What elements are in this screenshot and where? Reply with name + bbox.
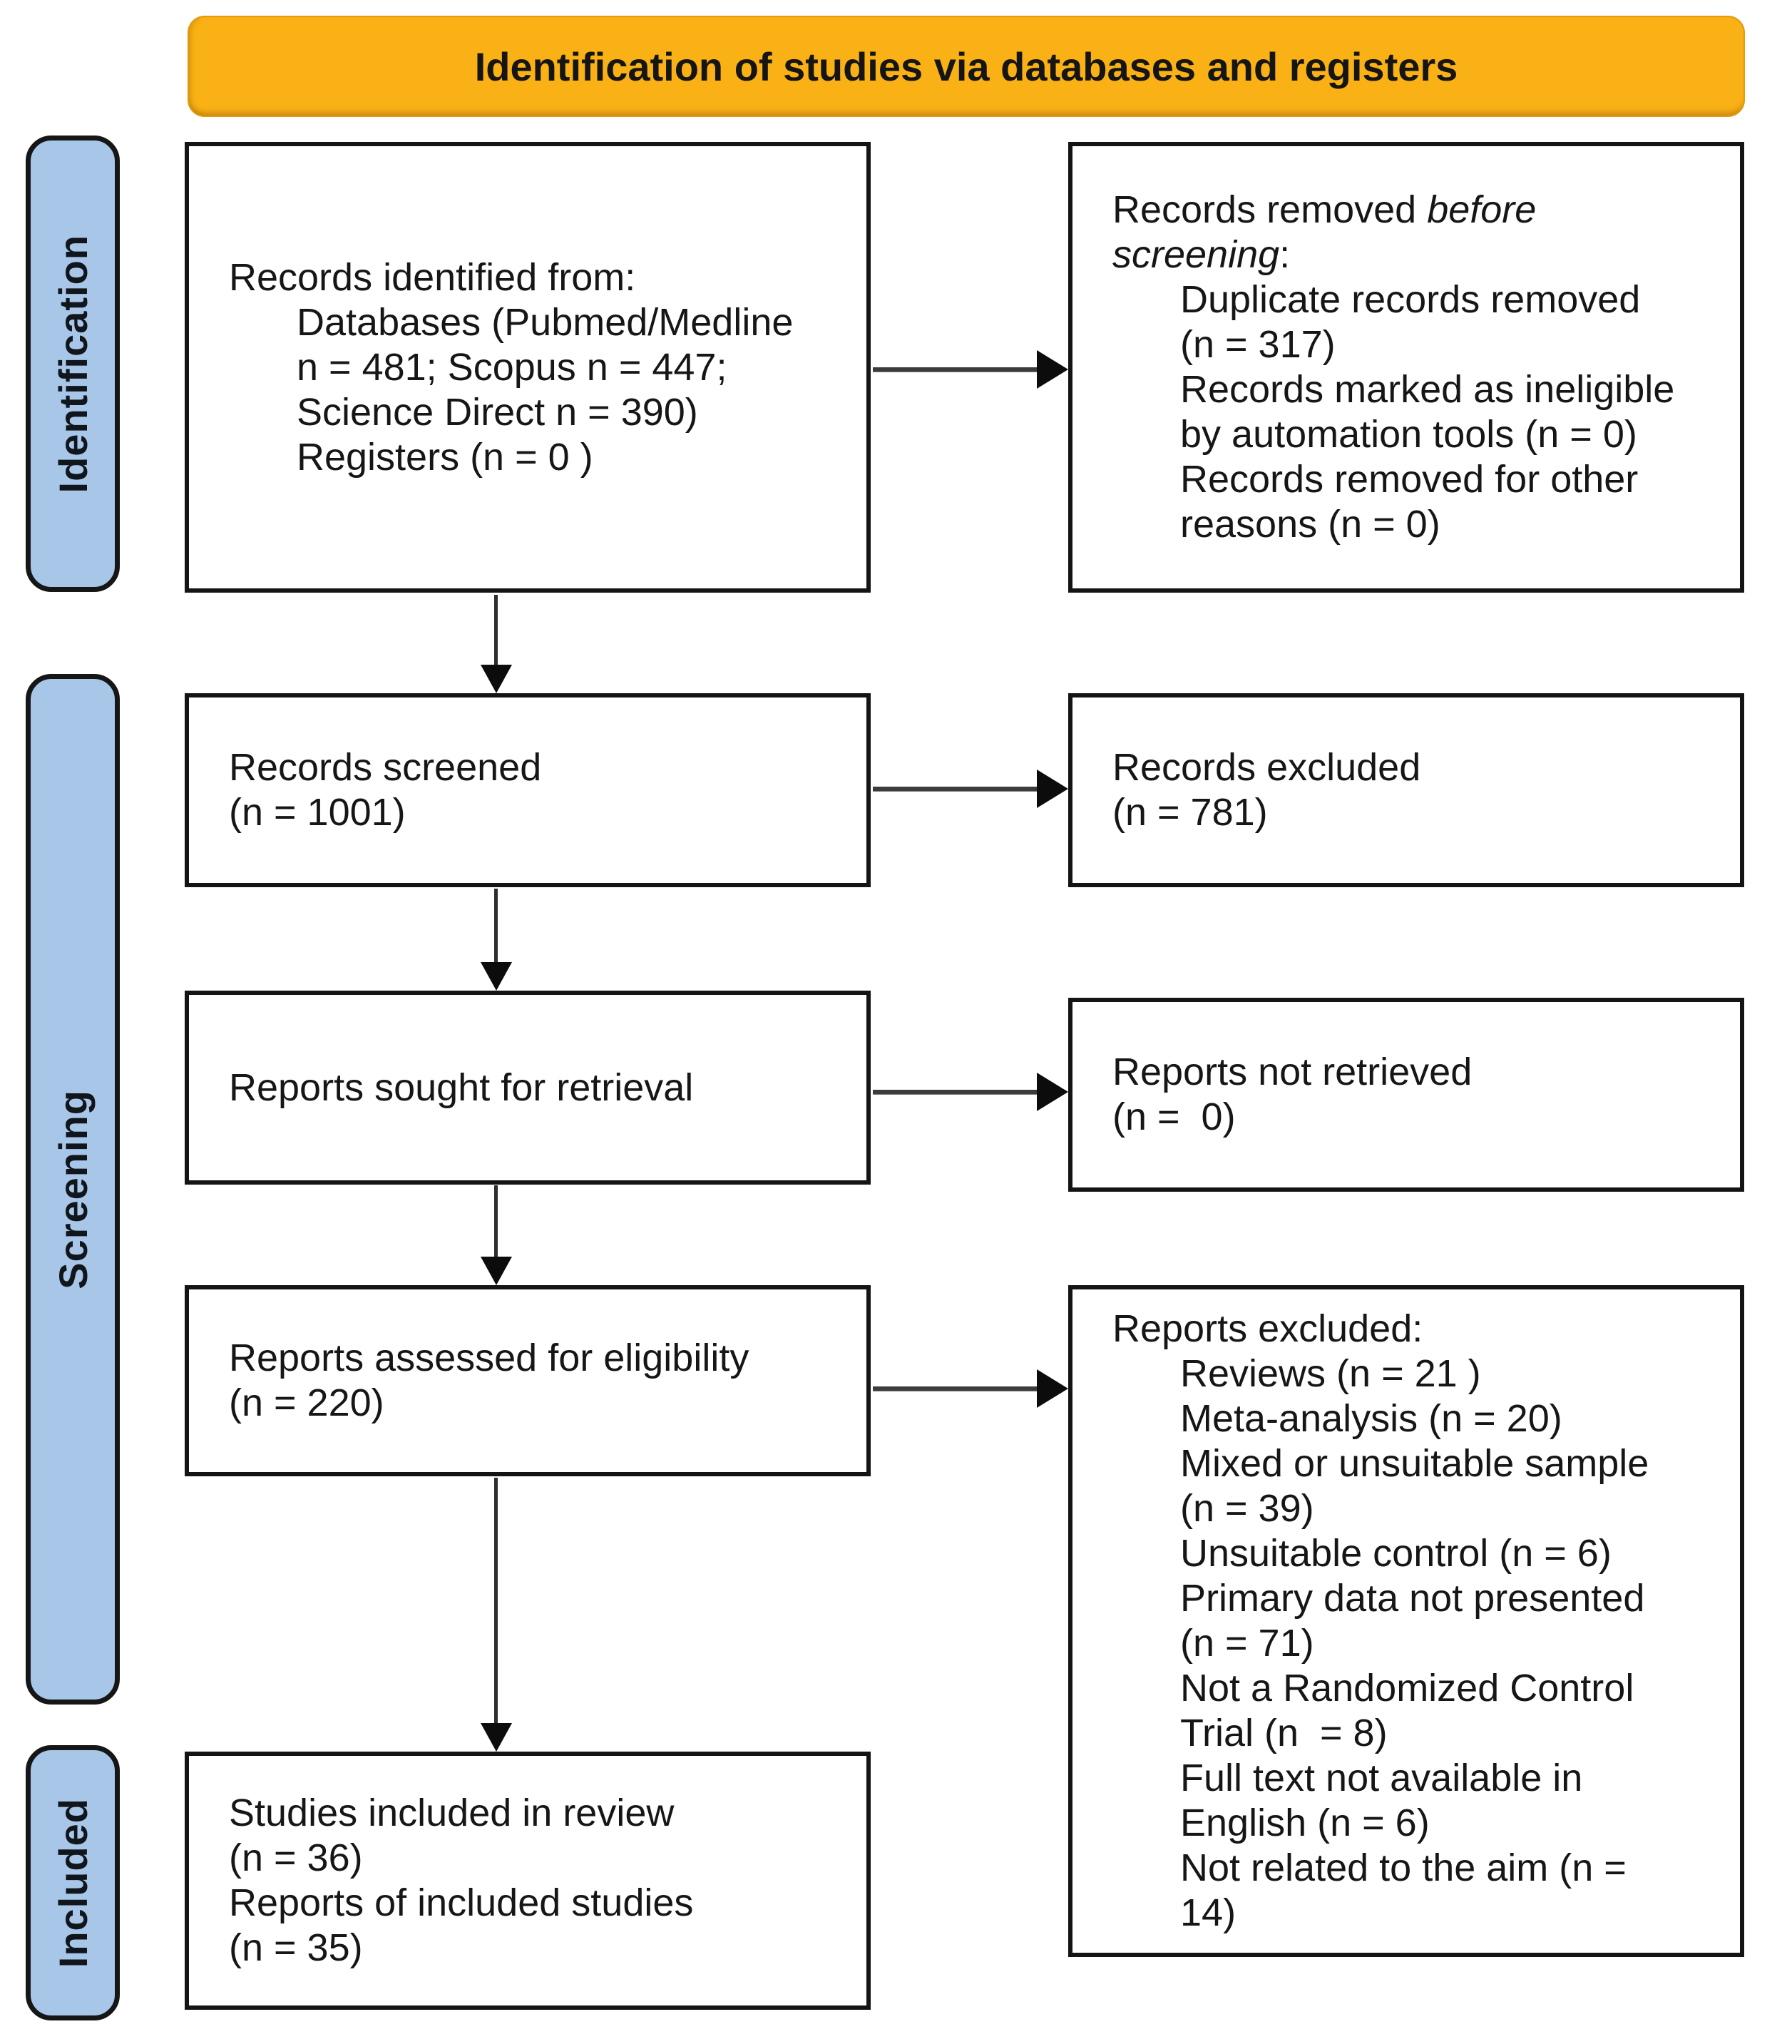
arrow-right-icon <box>1037 350 1068 389</box>
box-text-line: Full text not available in <box>1180 1757 1583 1799</box>
box-text-line: screening: <box>1112 233 1291 276</box>
box-text-line: Science Direct n = 390) <box>297 390 698 434</box>
arrow-right-icon <box>1037 1369 1068 1408</box>
box-text-line: Not related to the aim (n = <box>1180 1846 1627 1889</box>
box-text-line: Records marked as ineligible <box>1180 368 1675 411</box>
box-text-line: Duplicate records removed <box>1180 278 1641 321</box>
box-text-line: Records excluded <box>1112 746 1421 789</box>
box-records-excluded: Records excluded(n = 781) <box>1068 693 1744 887</box>
phase-label-included: Included <box>50 1797 96 1968</box>
box-text-line: Reports of included studies <box>229 1881 694 1924</box>
box-text-line: Studies included in review <box>229 1792 675 1834</box>
box-text-line: Databases (Pubmed/Medline <box>297 300 794 344</box>
arrow-stem <box>873 367 1038 372</box>
arrow-right-icon <box>1037 770 1068 808</box>
box-reports-excluded: Reports excluded:Reviews (n = 21 )Meta-a… <box>1068 1285 1744 1957</box>
box-records-screened: Records screened(n = 1001) <box>185 693 871 887</box>
box-text-line: (n = 36) <box>229 1836 363 1879</box>
box-text-line: Records removed before <box>1112 188 1537 231</box>
box-text-line: (n = 39) <box>1180 1487 1314 1530</box>
phase-label-identification: Identification <box>50 234 96 494</box>
box-text-line: n = 481; Scopus n = 447; <box>297 345 727 389</box>
box-text-line: (n = 1001) <box>229 791 406 834</box>
box-reports-not-retrieved: Reports not retrieved(n = 0) <box>1068 998 1744 1192</box>
box-text-line: Mixed or unsuitable sample <box>1180 1442 1649 1485</box>
box-text-line: (n = 71) <box>1180 1622 1314 1665</box>
box-text-line: Reports sought for retrieval <box>229 1066 694 1109</box>
phase-bar-included: Included <box>26 1745 120 2020</box>
box-text-line: reasons (n = 0) <box>1180 503 1440 546</box>
phase-bar-identification: Identification <box>26 136 120 592</box>
arrow-stem <box>873 787 1038 791</box>
box-text-line: (n = 317) <box>1180 323 1336 366</box>
box-text-line: by automation tools (n = 0) <box>1180 413 1637 456</box>
box-records-identified: Records identified from:Databases (Pubme… <box>185 142 871 593</box>
arrow-stem <box>494 889 498 964</box>
diagram-title-banner: Identification of studies via databases … <box>188 16 1745 117</box>
arrow-down-icon <box>481 1723 512 1752</box>
arrow-stem <box>873 1386 1038 1391</box>
box-reports-sought: Reports sought for retrieval <box>185 991 871 1185</box>
box-text-line: (n = 0) <box>1112 1095 1236 1138</box>
box-text-line: English (n = 6) <box>1180 1802 1430 1844</box>
arrow-stem <box>494 1478 498 1724</box>
box-text-line: Reports excluded: <box>1112 1307 1423 1350</box>
phase-bar-screening: Screening <box>26 674 120 1705</box>
box-text-line: Records removed for other <box>1180 458 1639 501</box>
arrow-down-icon <box>481 1257 512 1285</box>
arrow-stem <box>494 595 498 666</box>
arrow-stem <box>494 1185 498 1258</box>
box-text-line: Unsuitable control (n = 6) <box>1180 1532 1612 1575</box>
box-text-line: Reports not retrieved <box>1112 1051 1473 1093</box>
arrow-right-icon <box>1037 1073 1068 1111</box>
box-reports-assessed: Reports assessed for eligibility(n = 220… <box>185 1285 871 1476</box>
box-text-line: (n = 35) <box>229 1926 363 1969</box>
box-text-line: 14) <box>1180 1891 1237 1934</box>
diagram-title: Identification of studies via databases … <box>474 44 1458 89</box>
box-text-line: Not a Randomized Control <box>1180 1667 1634 1710</box>
box-text-line: Reports assessed for eligibility <box>229 1337 749 1379</box>
box-text-line: Registers (n = 0 ) <box>297 435 593 479</box>
arrow-down-icon <box>481 665 512 693</box>
box-text-line: (n = 781) <box>1112 791 1268 834</box>
box-text-line: Reviews (n = 21 ) <box>1180 1352 1481 1395</box>
phase-label-screening: Screening <box>50 1089 96 1289</box>
box-text-line: Trial (n = 8) <box>1180 1712 1388 1754</box>
box-text-line: Records identified from: <box>229 255 636 299</box>
arrow-down-icon <box>481 962 512 991</box>
arrow-stem <box>873 1090 1038 1094</box>
box-text-line: Meta-analysis (n = 20) <box>1180 1397 1562 1440</box>
box-text-line: Primary data not presented <box>1180 1577 1645 1620</box>
box-text-line: Records screened <box>229 746 542 789</box>
box-text-line: (n = 220) <box>229 1381 384 1424</box>
box-studies-included: Studies included in review(n = 36)Report… <box>185 1752 871 2010</box>
